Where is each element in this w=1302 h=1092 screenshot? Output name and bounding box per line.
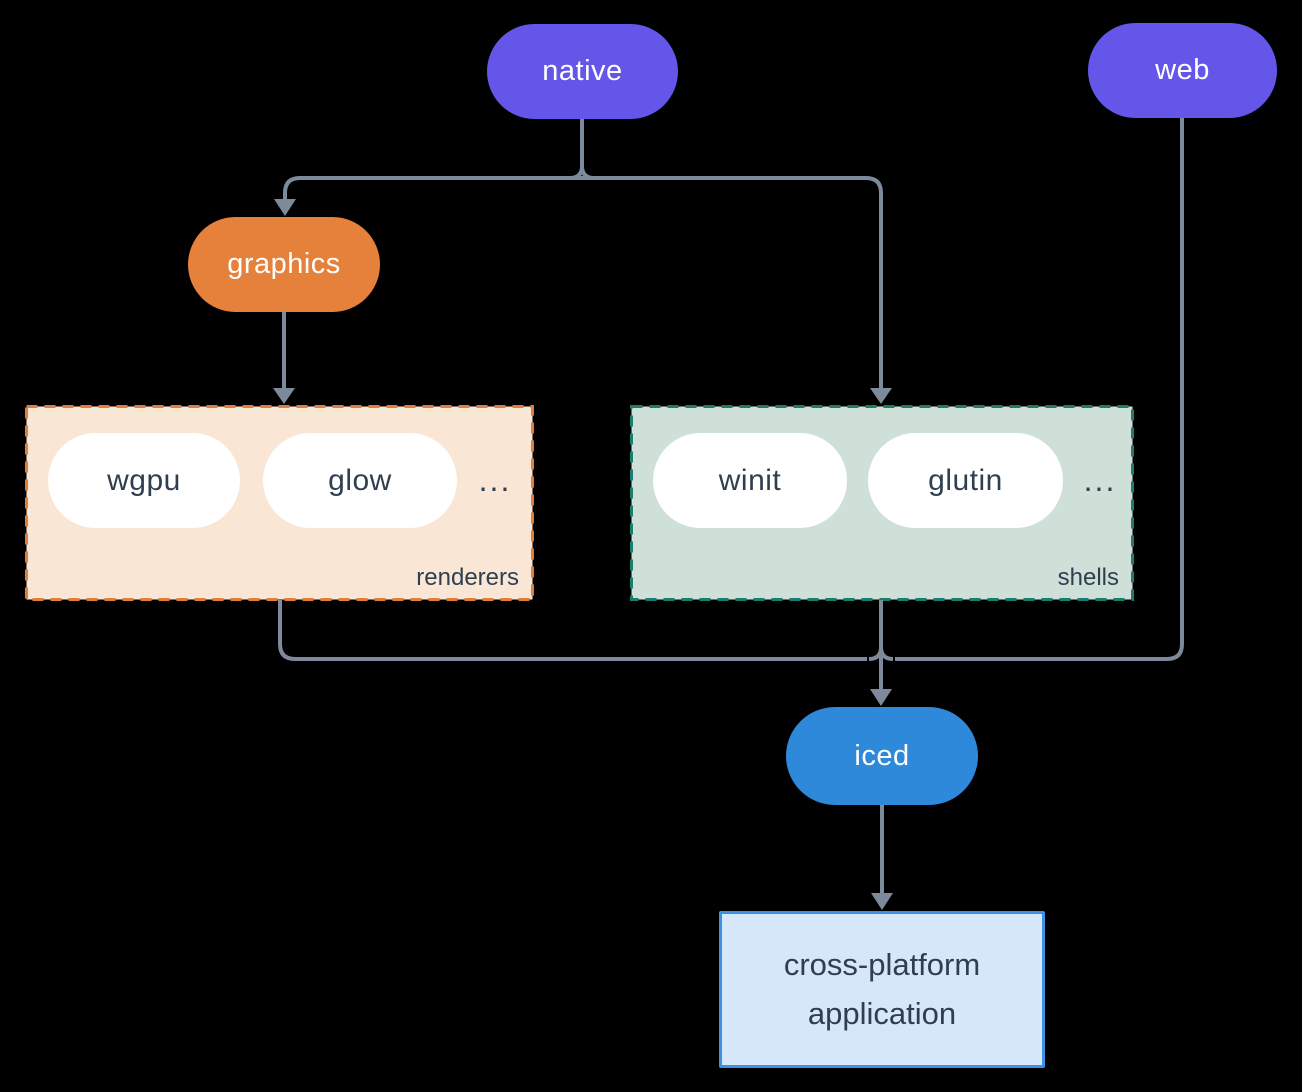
pill-glutin-label: glutin: [928, 463, 1003, 497]
group-renderers: wgpu glow ... renderers: [25, 405, 533, 600]
arrowhead-graphics: [274, 199, 296, 216]
edge-branch: [283, 176, 883, 388]
node-native: native: [487, 24, 678, 119]
box-cross-platform-application: cross-platform application: [719, 911, 1045, 1068]
node-native-label: native: [542, 55, 623, 87]
pill-wgpu: wgpu: [48, 433, 240, 528]
app-label-line1: cross-platform: [783, 947, 981, 983]
group-shells: winit glutin ... shells: [630, 405, 1133, 600]
edge-renderers-merge: [278, 600, 867, 661]
pill-wgpu-label: wgpu: [107, 463, 181, 497]
pill-glutin: glutin: [868, 433, 1063, 528]
group-shells-label: shells: [1057, 564, 1119, 591]
pill-glow-label: glow: [328, 463, 392, 497]
arrowhead-app: [871, 893, 893, 910]
node-iced-label: iced: [854, 739, 910, 772]
group-renderers-label: renderers: [416, 564, 519, 591]
arrowhead-renderers: [273, 388, 295, 404]
node-graphics-label: graphics: [227, 248, 341, 280]
node-web: web: [1088, 23, 1277, 118]
pill-glow: glow: [263, 433, 457, 528]
arrowhead-shells: [870, 388, 892, 404]
node-web-label: web: [1155, 54, 1210, 86]
node-iced: iced: [786, 707, 978, 805]
renderers-ellipsis: ...: [478, 462, 512, 498]
node-graphics: graphics: [188, 217, 380, 312]
pill-winit-label: winit: [718, 463, 782, 497]
edge-web-merge: [895, 118, 1184, 661]
app-label-line2: application: [807, 995, 957, 1031]
shells-ellipsis: ...: [1083, 462, 1117, 498]
arrowhead-iced: [870, 689, 892, 706]
pill-winit: winit: [653, 433, 847, 528]
